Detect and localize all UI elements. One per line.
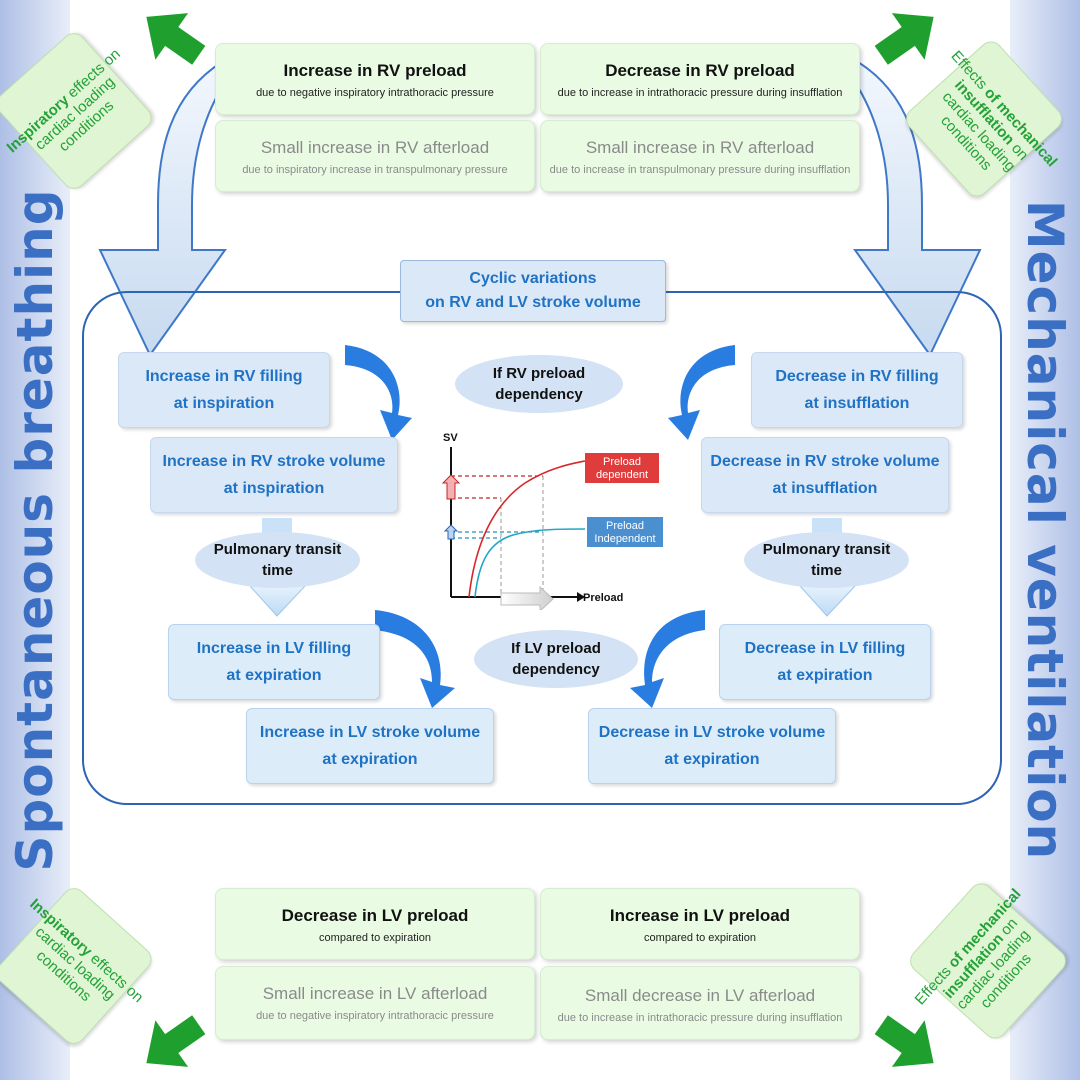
green-arrow-bottom-left	[146, 1015, 206, 1067]
ellipse-rv-dependency: If RV preload dependency	[455, 355, 623, 413]
line1: If LV preload	[511, 640, 601, 657]
line2: at expiration	[322, 751, 418, 768]
line1: Decrease in LV stroke volume	[598, 724, 826, 741]
box-decrease-rv-stroke: Decrease in RV stroke volume at insuffla…	[701, 437, 949, 513]
y-axis-label: SV	[443, 432, 458, 444]
preload-shift-arrow	[500, 585, 554, 610]
box-rv-afterload-sb: Small increase in RV afterload due to in…	[215, 120, 535, 192]
curve-arrow-lv-left	[375, 610, 455, 708]
box-title: Increase in LV preload	[609, 906, 791, 925]
box-decrease-lv-stroke: Decrease in LV stroke volume at expirati…	[588, 708, 836, 784]
box-subtitle: compared to expiration	[644, 932, 756, 944]
curve-preload-dependent	[468, 460, 586, 598]
x-axis-label: Preload	[583, 592, 623, 604]
line2: dependency	[512, 661, 600, 678]
cyclic-line2: on RV and LV stroke volume	[425, 294, 641, 311]
line1: Decrease in RV filling	[775, 368, 939, 385]
right-big-arrow	[848, 60, 982, 357]
line1: Decrease in LV filling	[744, 640, 906, 657]
box-subtitle: due to negative inspiratory intrathoraci…	[256, 1010, 494, 1022]
ellipse-left-transit: Pulmonary transit time	[195, 532, 360, 588]
box-subtitle: due to increase in transpulmonary pressu…	[549, 164, 851, 176]
line1: Increase in LV filling	[196, 640, 352, 657]
tag-independent-bg	[587, 517, 663, 547]
line2: time	[262, 562, 293, 579]
line2: dependency	[495, 386, 583, 403]
box-lv-preload-increase: Increase in LV preload compared to expir…	[540, 888, 860, 960]
tag-dependent-bg	[585, 453, 659, 483]
line1: Increase in RV stroke volume	[162, 453, 386, 470]
tag-independent-line1: Preload	[606, 520, 644, 532]
line2: at inspiration	[173, 395, 275, 412]
box-subtitle: due to negative inspiratory intrathoraci…	[256, 87, 494, 99]
line2: at expiration	[777, 667, 873, 684]
line1: Increase in RV filling	[145, 368, 303, 385]
line1: Pulmonary transit	[762, 541, 891, 558]
box-decrease-lv-filling: Decrease in LV filling at expiration	[719, 624, 931, 700]
box-title: Small increase in RV afterload	[585, 138, 815, 157]
curve-arrow-rv-right	[668, 345, 735, 440]
line1: Decrease in RV stroke volume	[710, 453, 940, 470]
box-subtitle: due to increase in intrathoracic pressur…	[557, 87, 843, 99]
cyclic-variations-title: Cyclic variations on RV and LV stroke vo…	[400, 260, 666, 322]
box-decrease-rv-filling: Decrease in RV filling at insufflation	[751, 352, 963, 428]
box-title: Small increase in RV afterload	[260, 138, 490, 157]
line2: at inspiration	[223, 480, 325, 497]
tag-independent-line2: Independent	[594, 533, 655, 545]
line1: If RV preload	[492, 365, 586, 382]
box-rv-afterload-mv: Small increase in RV afterload due to in…	[540, 120, 860, 192]
tag-dependent-line1: Preload	[603, 456, 641, 468]
line2: at insufflation	[804, 395, 910, 412]
curve-arrow-rv-left	[345, 345, 412, 440]
box-subtitle: compared to expiration	[319, 932, 431, 944]
box-title: Small increase in LV afterload	[262, 984, 488, 1003]
box-lv-preload-decrease: Decrease in LV preload compared to expir…	[215, 888, 535, 960]
curve-preload-independent	[474, 528, 586, 598]
green-arrow-top-left	[146, 13, 206, 65]
box-title: Increase in RV preload	[283, 61, 467, 80]
box-increase-lv-filling: Increase in LV filling at expiration	[168, 624, 380, 700]
cyclic-line1: Cyclic variations	[469, 270, 597, 287]
green-arrow-top-right	[874, 13, 934, 65]
box-title: Decrease in RV preload	[605, 61, 795, 80]
ellipse-lv-dependency: If LV preload dependency	[474, 630, 638, 688]
line2: at expiration	[226, 667, 322, 684]
right-side-bar	[1010, 0, 1080, 1080]
box-title: Decrease in LV preload	[281, 906, 469, 925]
box-title: Small decrease in LV afterload	[584, 986, 816, 1005]
box-rv-preload-increase: Increase in RV preload due to negative i…	[215, 43, 535, 115]
box-lv-afterload-increase: Small increase in LV afterload due to ne…	[215, 966, 535, 1040]
sv-up-arrow-independent	[443, 524, 459, 540]
line1: Increase in LV stroke volume	[259, 724, 481, 741]
box-subtitle: due to inspiratory increase in transpulm…	[242, 164, 508, 176]
box-increase-lv-stroke: Increase in LV stroke volume at expirati…	[246, 708, 494, 784]
green-arrow-bottom-right	[874, 1015, 934, 1067]
box-lv-afterload-decrease: Small decrease in LV afterload due to in…	[540, 966, 860, 1040]
line2: time	[811, 562, 842, 579]
line1: Pulmonary transit	[213, 541, 342, 558]
tag-dependent-line2: dependent	[596, 469, 648, 481]
box-subtitle: due to increase in intrathoracic pressur…	[557, 1012, 843, 1024]
box-increase-rv-filling: Increase in RV filling at inspiration	[118, 352, 330, 428]
sv-up-arrow-dependent	[441, 474, 461, 500]
line2: at expiration	[664, 751, 760, 768]
box-increase-rv-stroke: Increase in RV stroke volume at inspirat…	[150, 437, 398, 513]
ellipse-right-transit: Pulmonary transit time	[744, 532, 909, 588]
line2: at insufflation	[772, 480, 878, 497]
curve-arrow-lv-right	[630, 610, 705, 708]
box-rv-preload-decrease: Decrease in RV preload due to increase i…	[540, 43, 860, 115]
x-axis-arrowhead	[577, 592, 585, 602]
frank-starling-graph: SV Preload Preload dependent Preload Ind…	[441, 432, 663, 610]
